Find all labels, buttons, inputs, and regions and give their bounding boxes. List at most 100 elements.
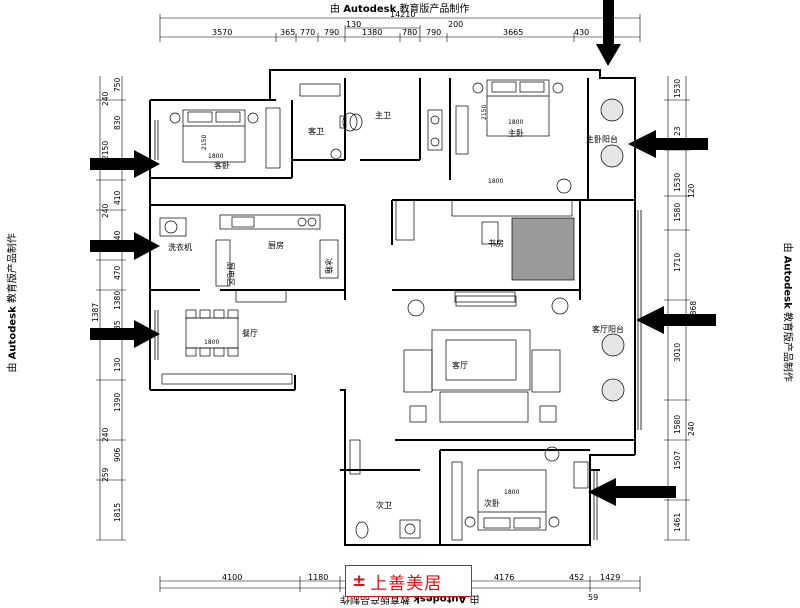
dim-left-10: 1387 <box>91 303 100 322</box>
dim-left-9: 1380 <box>113 291 122 310</box>
balcony-furniture <box>556 98 625 489</box>
dim-left-2: 240 <box>101 91 110 106</box>
room-dining: 餐厅 <box>242 329 258 338</box>
room-master-balcony: 主卧阳台 <box>586 134 618 144</box>
arrow-left-icon <box>588 478 676 506</box>
dim-right-8: 3010 <box>673 343 682 362</box>
dim-left-17: 1815 <box>113 503 122 522</box>
arrow-left-icon <box>628 130 708 158</box>
dim-bottom-extra: 59 <box>588 593 598 602</box>
dim-top-2: 365 <box>280 28 295 37</box>
living-furniture <box>403 291 569 462</box>
dim-right-1: 1530 <box>673 79 682 98</box>
dim-left-7: 240 <box>113 230 122 245</box>
dim-left-8: 470 <box>113 265 122 280</box>
dim-top-7: 790 <box>426 28 441 37</box>
dim-left-1: 750 <box>113 77 122 92</box>
room-pantry: 厨电区 <box>226 262 236 286</box>
arrow-left-icon <box>636 306 716 334</box>
dim-left-11: 35 <box>113 320 122 330</box>
dim-right-7: 3868 <box>689 301 698 320</box>
dim-top-1: 3570 <box>212 28 232 37</box>
master-bed-width: 1800 <box>508 119 523 126</box>
dining-table-width: 1800 <box>204 339 219 346</box>
guest-bed-width: 1800 <box>208 153 223 160</box>
dim-bottom-6: 1429 <box>600 573 620 582</box>
room-master-bedroom: 主卧 <box>508 128 524 138</box>
second-bed-width: 1800 <box>504 489 519 496</box>
dining-table <box>161 309 293 385</box>
dim-right-9: 1580 <box>673 415 682 434</box>
dim-right-12: 1461 <box>673 513 682 532</box>
logo-name: 上善美居 <box>370 573 443 594</box>
dim-left-5: 240 <box>101 203 110 218</box>
room-guest-bath: 客卫 <box>308 126 324 136</box>
dim-top-sub-2: 200 <box>448 20 463 29</box>
dim-right-10: 240 <box>687 421 696 436</box>
watermark-top: 由 Autodesk 教育版产品制作 <box>330 4 470 15</box>
dim-left-12: 130 <box>113 357 122 372</box>
room-fridge: 冰箱 <box>324 258 334 274</box>
dim-top-6: 780 <box>402 28 417 37</box>
room-labels: 客卧 客卫 主卫 主卧 主卧阳台 厨房 洗衣机 厨电区 冰箱 书房 餐厅 客厅 … <box>168 110 624 510</box>
dim-top-3: 770 <box>300 28 315 37</box>
dim-left-3: 830 <box>113 115 122 130</box>
study-bookshelf <box>511 217 575 281</box>
furniture-dimension-labels: 1800 2150 1800 2150 1800 1800 1800 <box>201 105 523 496</box>
second-bed <box>451 461 560 541</box>
brand-logo: ± 上善美居 <box>345 565 472 597</box>
dim-bottom-5: 452 <box>569 573 584 582</box>
dim-top-9: 430 <box>574 28 589 37</box>
right-dimension-labels: 1530 23 1530 120 1580 1710 3868 3010 158… <box>673 79 698 532</box>
dim-left-13: 1390 <box>113 393 122 412</box>
left-dimensions <box>96 76 126 541</box>
left-dimension-labels: 750 240 830 2150 240 410 240 470 1380 13… <box>91 77 122 522</box>
room-second-bedroom: 次卧 <box>484 498 500 508</box>
arrow-right-icon <box>90 232 160 260</box>
dim-right-2: 23 <box>673 126 682 136</box>
top-dimensions <box>159 14 641 42</box>
dim-right-5: 1580 <box>673 203 682 222</box>
walls <box>149 69 636 546</box>
dim-top-5: 1380 <box>362 28 382 37</box>
dim-top-4: 790 <box>324 28 339 37</box>
master-bed <box>455 79 564 155</box>
dim-right-6: 1710 <box>673 253 682 272</box>
logo-mark-icon: ± <box>352 571 367 591</box>
arrow-right-icon <box>90 150 160 178</box>
room-kitchen: 厨房 <box>268 240 284 250</box>
room-study: 书房 <box>488 238 504 248</box>
arrow-right-icon <box>90 320 160 348</box>
bath-fixtures <box>299 83 443 539</box>
dim-left-4: 2150 <box>101 141 110 160</box>
top-dimension-labels: 14210 130 200 3570 365 770 790 1380 780 … <box>212 10 589 37</box>
annotation-arrows <box>90 0 716 506</box>
dim-bottom-4: 4176 <box>494 573 514 582</box>
dim-right-3: 1530 <box>673 173 682 192</box>
dim-right-11: 1507 <box>673 451 682 470</box>
study-desk-width: 1800 <box>488 178 503 185</box>
dim-top-sub-1: 130 <box>346 20 361 29</box>
dim-bottom-1: 4100 <box>222 573 242 582</box>
watermark-left: 由 Autodesk 教育版产品制作 <box>7 233 19 373</box>
arrow-down-icon <box>596 0 621 66</box>
study-furniture <box>395 199 573 307</box>
room-living: 客厅 <box>452 360 468 370</box>
kitchen-counters <box>159 214 339 303</box>
guest-bed-length: 2150 <box>201 135 208 150</box>
dim-bottom-2: 1180 <box>308 573 328 582</box>
room-master-bath: 主卫 <box>375 110 391 120</box>
dim-top-8: 3665 <box>503 28 523 37</box>
room-second-bath: 次卫 <box>376 500 392 510</box>
room-guest-bedroom: 客卧 <box>214 160 230 170</box>
room-living-balcony: 客厅阳台 <box>592 324 624 334</box>
dim-left-15: 906 <box>113 447 122 462</box>
right-dimensions <box>664 76 690 541</box>
dim-top-total: 14210 <box>390 10 415 19</box>
dim-right-4: 120 <box>687 183 696 198</box>
room-laundry: 洗衣机 <box>168 242 192 252</box>
dim-left-6: 410 <box>113 190 122 205</box>
watermark-right: 由 Autodesk 教育版产品制作 <box>781 242 793 382</box>
master-bed-length: 2150 <box>481 105 488 120</box>
